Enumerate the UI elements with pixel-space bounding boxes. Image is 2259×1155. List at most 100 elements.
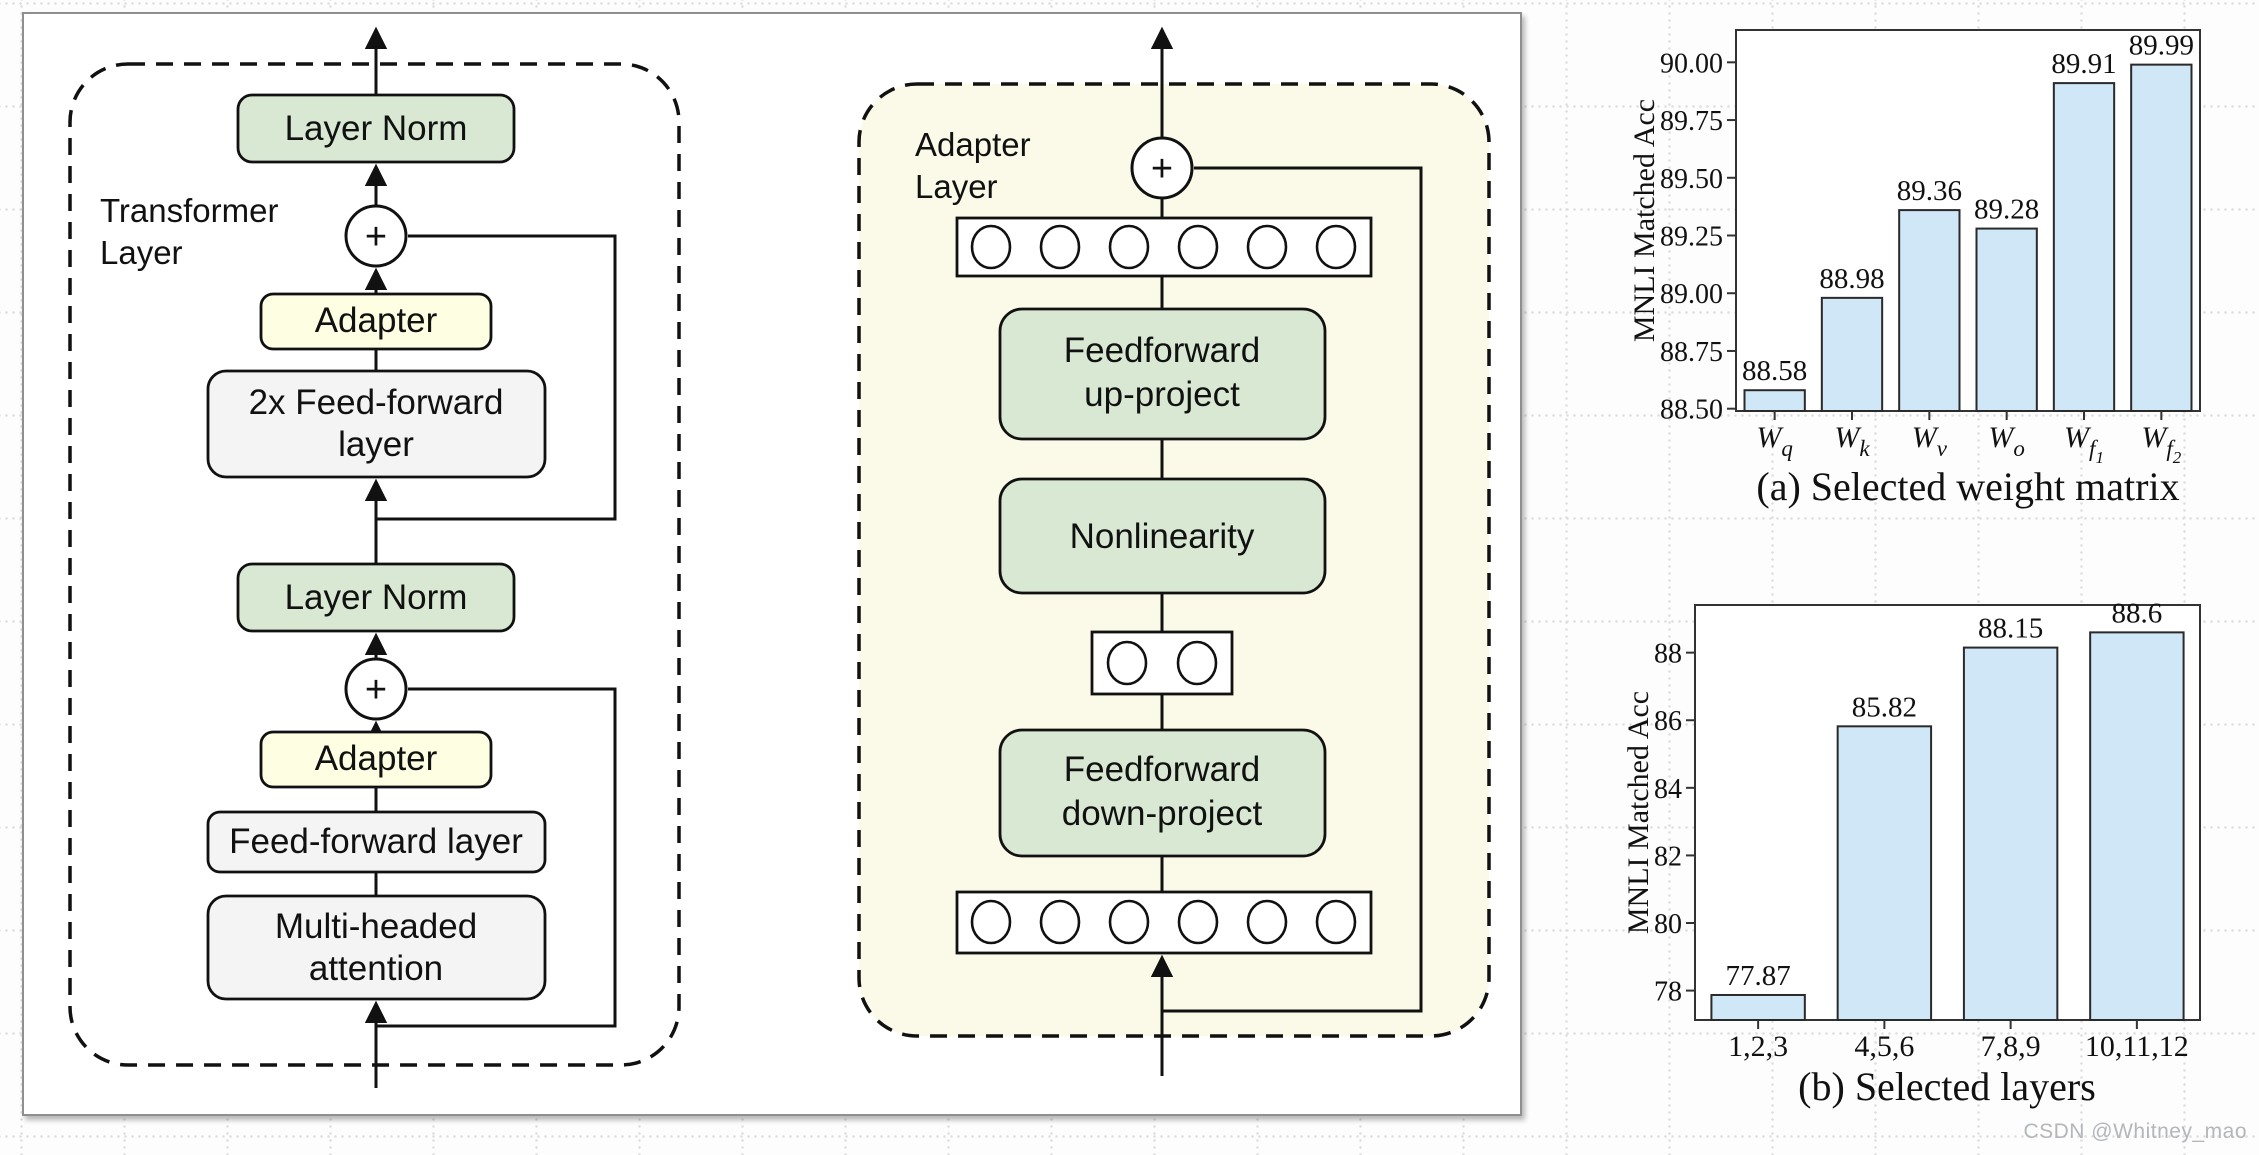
feed-forward-layer-label: Feed-forward layer: [229, 822, 523, 861]
bar: [1962, 646, 2059, 1022]
transformer-layer-label-line2: Layer: [100, 234, 183, 271]
bar: [1743, 389, 1806, 412]
bar: [1975, 227, 2038, 412]
multi-headed-attention-box: [206, 894, 547, 1001]
y-tick-label: 89.00: [1660, 279, 1723, 310]
bar: [1898, 209, 1961, 412]
skip-connection-upper: [376, 234, 617, 521]
y-tick-label: 89.50: [1660, 164, 1723, 195]
layer-norm-bottom-box: [236, 562, 516, 633]
ff2x-label-line2: layer: [338, 425, 414, 464]
bottleneck-row: [1090, 630, 1234, 696]
feature-circle: [1177, 224, 1219, 270]
bar: [1710, 993, 1806, 1021]
bar-value-label: 89.36: [1897, 175, 1962, 207]
mha-label-line1: Multi-headed: [275, 907, 477, 946]
y-tick-label: 78: [1654, 977, 1682, 1008]
feature-circle: [1176, 640, 1218, 686]
y-tick-label: 88.50: [1660, 395, 1723, 426]
feature-circle: [1315, 224, 1357, 270]
y-axis-label: MNLI Matched Acc: [1628, 99, 1661, 342]
feature-circle: [970, 224, 1012, 270]
bar-value-label: 88.58: [1742, 355, 1807, 387]
x-tick-label: 4,5,6: [1854, 1030, 1914, 1063]
plot-area: [1735, 29, 2201, 412]
add-circle-top: [344, 204, 408, 268]
chart-caption: (a) Selected weight matrix: [1756, 464, 2179, 509]
y-tick-label: 88: [1654, 639, 1682, 670]
feature-circle: [1108, 899, 1150, 945]
skip-connection-lower: [376, 687, 617, 1028]
adapter-skip-connection: [1162, 166, 1423, 1013]
y-tick-label: 82: [1654, 841, 1682, 872]
y-tick-label: 89.75: [1660, 106, 1723, 137]
feature-circle: [1039, 224, 1081, 270]
nonlinearity-box: [998, 477, 1327, 595]
y-tick-label: 86: [1654, 706, 1682, 737]
bar: [2130, 63, 2193, 413]
x-tick-label: Wf1: [2064, 421, 2104, 467]
adapter-bottom-box: [259, 730, 493, 789]
adapter-layer-label-line1: Adapter: [915, 126, 1031, 163]
adapter-plus-sign: +: [1151, 148, 1173, 190]
x-tick-label: Wf2: [2141, 421, 2181, 467]
feature-circle: [1108, 224, 1150, 270]
x-tick-label: 10,11,12: [2085, 1030, 2189, 1063]
x-tick-label: Wv: [1912, 421, 1948, 461]
add-circle-bottom: [344, 657, 408, 721]
bar: [1820, 296, 1884, 413]
ffdown-label-line1: Feedforward: [1064, 750, 1260, 789]
nonlinearity-label: Nonlinearity: [1070, 517, 1255, 556]
watermark: CSDN @Whitney_mao: [2023, 1120, 2247, 1143]
x-tick-label: Wk: [1834, 421, 1870, 461]
feedforward-up-project-box: [998, 307, 1327, 441]
x-tick-label: 7,8,9: [1981, 1030, 2041, 1063]
feature-row-top-box: [955, 216, 1373, 278]
ff2x-box: [206, 369, 547, 479]
adapter-layer-label-line2: Layer: [915, 168, 998, 205]
y-tick-label: 90.00: [1660, 48, 1723, 79]
feature-circle: [1246, 899, 1288, 945]
feature-circle: [1039, 899, 1081, 945]
architecture-diagram: Transformer Layer Layer Norm + Adapter 2…: [68, 26, 1491, 1088]
y-tick-label: 88.75: [1660, 337, 1723, 368]
chart-selected-layers: 78808284868877.871,2,385.824,5,688.157,8…: [1622, 597, 2201, 1109]
bar: [2089, 631, 2185, 1021]
ff2x-label-line1: 2x Feed-forward: [249, 383, 504, 422]
y-tick-label: 84: [1654, 774, 1682, 805]
transformer-layer-label-line1: Transformer: [100, 192, 278, 229]
bar-value-label: 77.87: [1726, 960, 1791, 992]
ffup-label-line2: up-project: [1084, 375, 1240, 414]
bar-value-label: 89.99: [2129, 30, 2194, 62]
mha-label-line2: attention: [309, 949, 443, 988]
feed-forward-layer-box: [206, 810, 547, 874]
plus-sign-bottom: +: [365, 669, 387, 711]
bar-value-label: 89.28: [1974, 194, 2039, 226]
layer-norm-top-box: [236, 93, 516, 164]
bar-value-label: 89.91: [2051, 48, 2116, 80]
bar: [2052, 82, 2116, 412]
bar: [1836, 725, 1933, 1021]
plus-sign-top: +: [365, 216, 387, 258]
feature-circle: [1177, 899, 1219, 945]
feature-circle: [1315, 899, 1357, 945]
adapter-top-box: [259, 292, 493, 351]
feature-row-top: [955, 216, 1373, 278]
ffdown-label-line2: down-project: [1062, 794, 1263, 833]
y-tick-label: 80: [1654, 909, 1682, 940]
adapter-bottom-label: Adapter: [315, 739, 438, 778]
x-tick-label: 1,2,3: [1728, 1030, 1788, 1063]
feature-row-bottom-box: [955, 890, 1373, 955]
bar-value-label: 88.98: [1819, 263, 1884, 295]
adapter-add-circle: [1130, 136, 1194, 200]
feature-row-bottom: [955, 890, 1373, 955]
x-tick-label: Wo: [1988, 421, 2025, 461]
feature-circle: [1246, 224, 1288, 270]
ffup-label-line1: Feedforward: [1064, 331, 1260, 370]
feature-circle: [970, 899, 1012, 945]
layer-norm-top-label: Layer Norm: [285, 109, 468, 148]
y-tick-label: 89.25: [1660, 222, 1723, 253]
feedforward-down-project-box: [998, 728, 1327, 858]
bar-value-label: 88.15: [1978, 613, 2043, 645]
